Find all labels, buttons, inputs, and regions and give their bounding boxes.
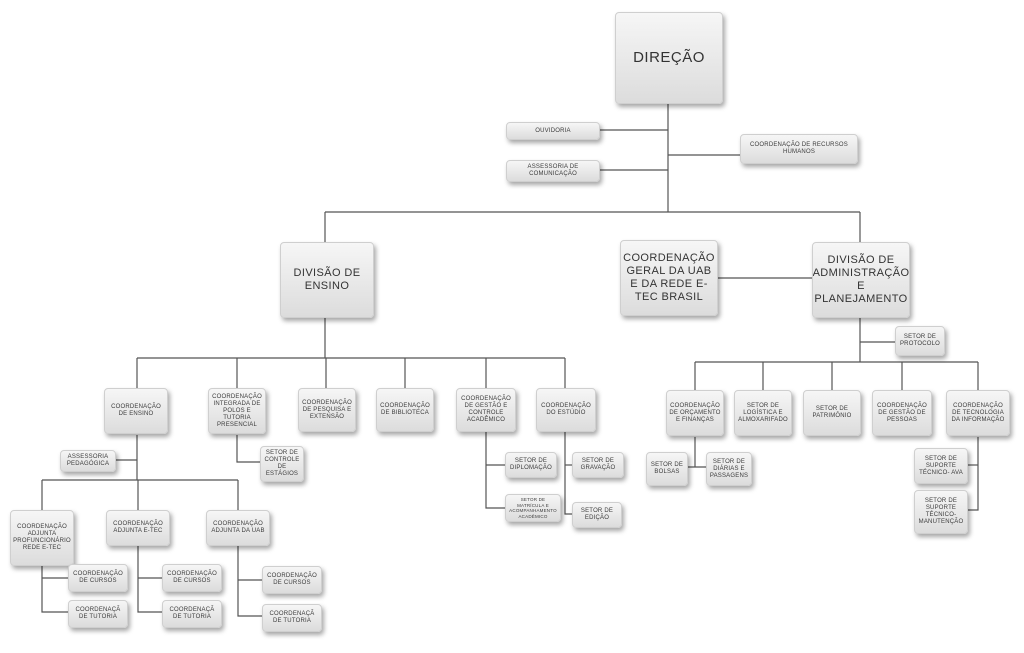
- node-coordenacao-tutoria-2: COORDENAÇÃ DE TUTORIA: [162, 600, 222, 628]
- node-coordenacao-gestao-academico: COORDENAÇÃO DE GESTÃO E CONTROLE ACADÊMI…: [456, 388, 516, 432]
- node-setor-suporte-manutencao: SETOR DE SUPORTE TÉCNICO- MANUTENÇÃO: [914, 490, 968, 534]
- node-coordenacao-adjunta-uab: COORDENAÇÃO ADJUNTA DA UAB: [206, 510, 270, 546]
- node-ouvidoria: OUVIDORIA: [506, 122, 600, 140]
- node-setor-bolsas: SETOR DE BOLSAS: [646, 452, 688, 486]
- node-direcao: DIREÇÃO: [615, 12, 723, 104]
- node-coordenacao-ensino: COORDENAÇÃO DE ENSINO: [104, 388, 168, 434]
- node-coordenacao-recursos-humanos: COORDENAÇÃO DE RECURSOS HUMANOS: [740, 134, 858, 164]
- node-coordenacao-geral-uab: COORDENAÇÃO GERAL DA UAB E DA REDE E-TEC…: [620, 240, 718, 316]
- node-setor-matricula: SETOR DE MATRÍCULA E ACOMPANHAMENTO ACAD…: [505, 494, 561, 522]
- node-coordenacao-gestao-pessoas: COORDENAÇÃO DE GESTÃO DE PESSOAS: [872, 390, 932, 436]
- node-coordenacao-tutoria-1: COORDENAÇÃ DE TUTORIA: [68, 600, 128, 628]
- node-coordenacao-cursos-3: COORDENAÇÃO DE CURSOS: [262, 566, 322, 594]
- node-coordenacao-polos: COORDENAÇÃO INTEGRADA DE POLOS E TUTORIA…: [208, 388, 266, 434]
- node-coordenacao-adjunta-etec: COORDENAÇÃO ADJUNTA E-TEC: [106, 510, 170, 546]
- node-setor-diplomacao: SETOR DE DIPLOMAÇÃO: [505, 452, 557, 478]
- node-coordenacao-adjunta-profuncionario: COORDENAÇÃO ADJUNTA PROFUNCIONÁRIO REDE …: [10, 510, 74, 566]
- node-setor-patrimonio: SETOR DE PATRIMÔNIO: [803, 390, 861, 436]
- node-coordenacao-estudio: COORDENAÇÃO DO ESTÚDIO: [536, 388, 596, 432]
- node-setor-protocolo: SETOR DE PROTOCOLO: [895, 326, 945, 356]
- node-coordenacao-tecnologia: COORDENAÇÃO DE TECNOLOGIA DA INFORMAÇÃO: [946, 390, 1010, 436]
- node-setor-suporte-ava: SETOR DE SUPORTE TÉCNICO- AVA: [914, 448, 968, 484]
- node-coordenacao-cursos-2: COORDENAÇÃO DE CURSOS: [162, 564, 222, 592]
- node-setor-edicao: SETOR DE EDIÇÃO: [572, 502, 622, 528]
- node-coordenacao-tutoria-3: COORDENAÇÃ DE TUTORIA: [262, 604, 322, 632]
- node-coordenacao-cursos-1: COORDENAÇÃO DE CURSOS: [68, 564, 128, 592]
- node-divisao-administracao: DIVISÃO DE ADMINISTRAÇÃO E PLANEJAMENTO: [812, 242, 910, 318]
- node-coordenacao-orcamento: COORDENAÇÃO DE ORÇAMENTO E FINANÇAS: [666, 390, 724, 436]
- node-assessoria-comunicacao: ASSESSORIA DE COMUNICAÇÃO: [506, 160, 600, 182]
- node-setor-gravacao: SETOR DE GRAVAÇÃO: [572, 452, 624, 478]
- node-setor-controle-estagios: SETOR DE CONTROLE DE ESTÁGIOS: [260, 446, 304, 482]
- node-coordenacao-pesquisa: COORDENAÇÃO DE PESQUISA E EXTENSÃO: [298, 388, 356, 432]
- node-coordenacao-biblioteca: COORDENAÇÃO DE BIBLIOTECA: [376, 388, 434, 432]
- node-setor-logistica: SETOR DE LOGÍSTICA E ALMOXARIFADO: [734, 390, 792, 436]
- node-assessoria-pedagogica: ASSESSORIA PEDAGÓGICA: [60, 450, 116, 472]
- node-divisao-ensino: DIVISÃO DE ENSINO: [280, 242, 374, 318]
- node-setor-diarias: SETOR DE DIÁRIAS E PASSAGENS: [706, 452, 752, 486]
